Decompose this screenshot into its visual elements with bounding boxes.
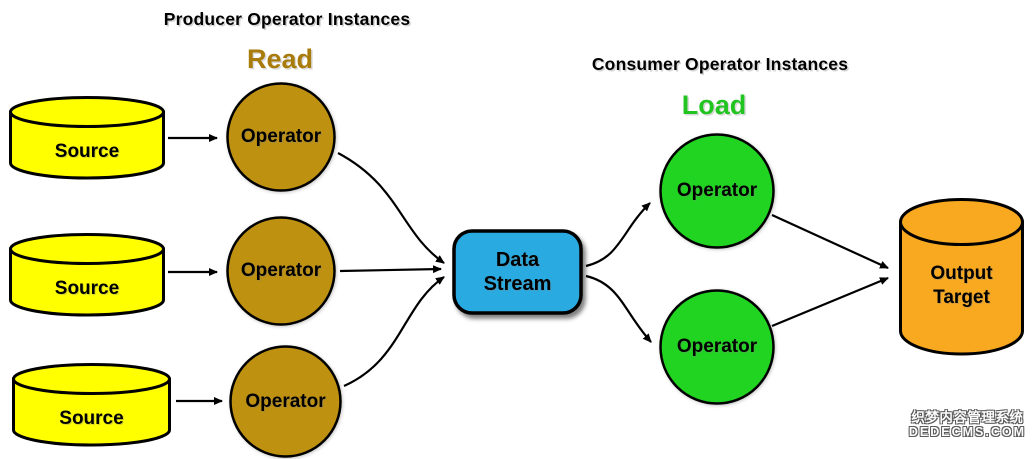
source-cylinder-2: Source [8, 232, 166, 318]
arrow-operator2-stream [339, 265, 442, 274]
output-target-label: Output Target [898, 197, 1025, 357]
operator-label: Operator [240, 260, 322, 281]
producer-operator-circle-2: Operator [226, 216, 336, 326]
data-stream-text: Data Stream [483, 249, 552, 295]
source-cylinder-1: Source [8, 95, 166, 181]
source-cylinder-3: Source [11, 362, 172, 448]
source-label: Source [54, 278, 120, 299]
operator-label: Operator [240, 126, 322, 147]
operator-label: Operator [245, 390, 326, 412]
read-phase-label: Read [246, 44, 314, 74]
watermark-line2: DEDECMS.COM [908, 424, 1026, 439]
dedecms-watermark: 织梦内容管理系统 DEDECMS.COM [908, 410, 1026, 440]
source-label: Source [59, 408, 124, 429]
operator-label: Operator [676, 180, 758, 201]
data-stream-label: Data Stream [452, 229, 583, 315]
output-target-text: Output Target [930, 263, 993, 308]
arrow-consumer2-target [771, 276, 889, 328]
arrow-stream-consumer1 [585, 202, 651, 268]
producer-operator-circle-1: Operator [226, 82, 336, 192]
output-target-cylinder: Output Target [898, 197, 1025, 357]
arrow-stream-consumer2 [585, 274, 652, 343]
data-stream-box: Data Stream [452, 229, 583, 315]
arrow-operator3-stream [343, 276, 445, 388]
load-phase-label: Load [681, 90, 747, 120]
producer-section-title: Producer Operator Instances [163, 9, 411, 29]
arrow-consumer1-target [771, 213, 889, 270]
consumer-operator-circle-2: Operator [659, 289, 775, 405]
operator-label: Operator [676, 336, 758, 357]
consumer-operator-circle-1: Operator [659, 133, 775, 249]
producer-operator-circle-3: Operator [229, 345, 342, 458]
watermark-line1: 织梦内容管理系统 [911, 410, 1024, 425]
source-label: Source [54, 141, 120, 162]
consumer-section-title: Consumer Operator Instances [591, 54, 849, 74]
arrow-operator1-stream [337, 152, 445, 264]
